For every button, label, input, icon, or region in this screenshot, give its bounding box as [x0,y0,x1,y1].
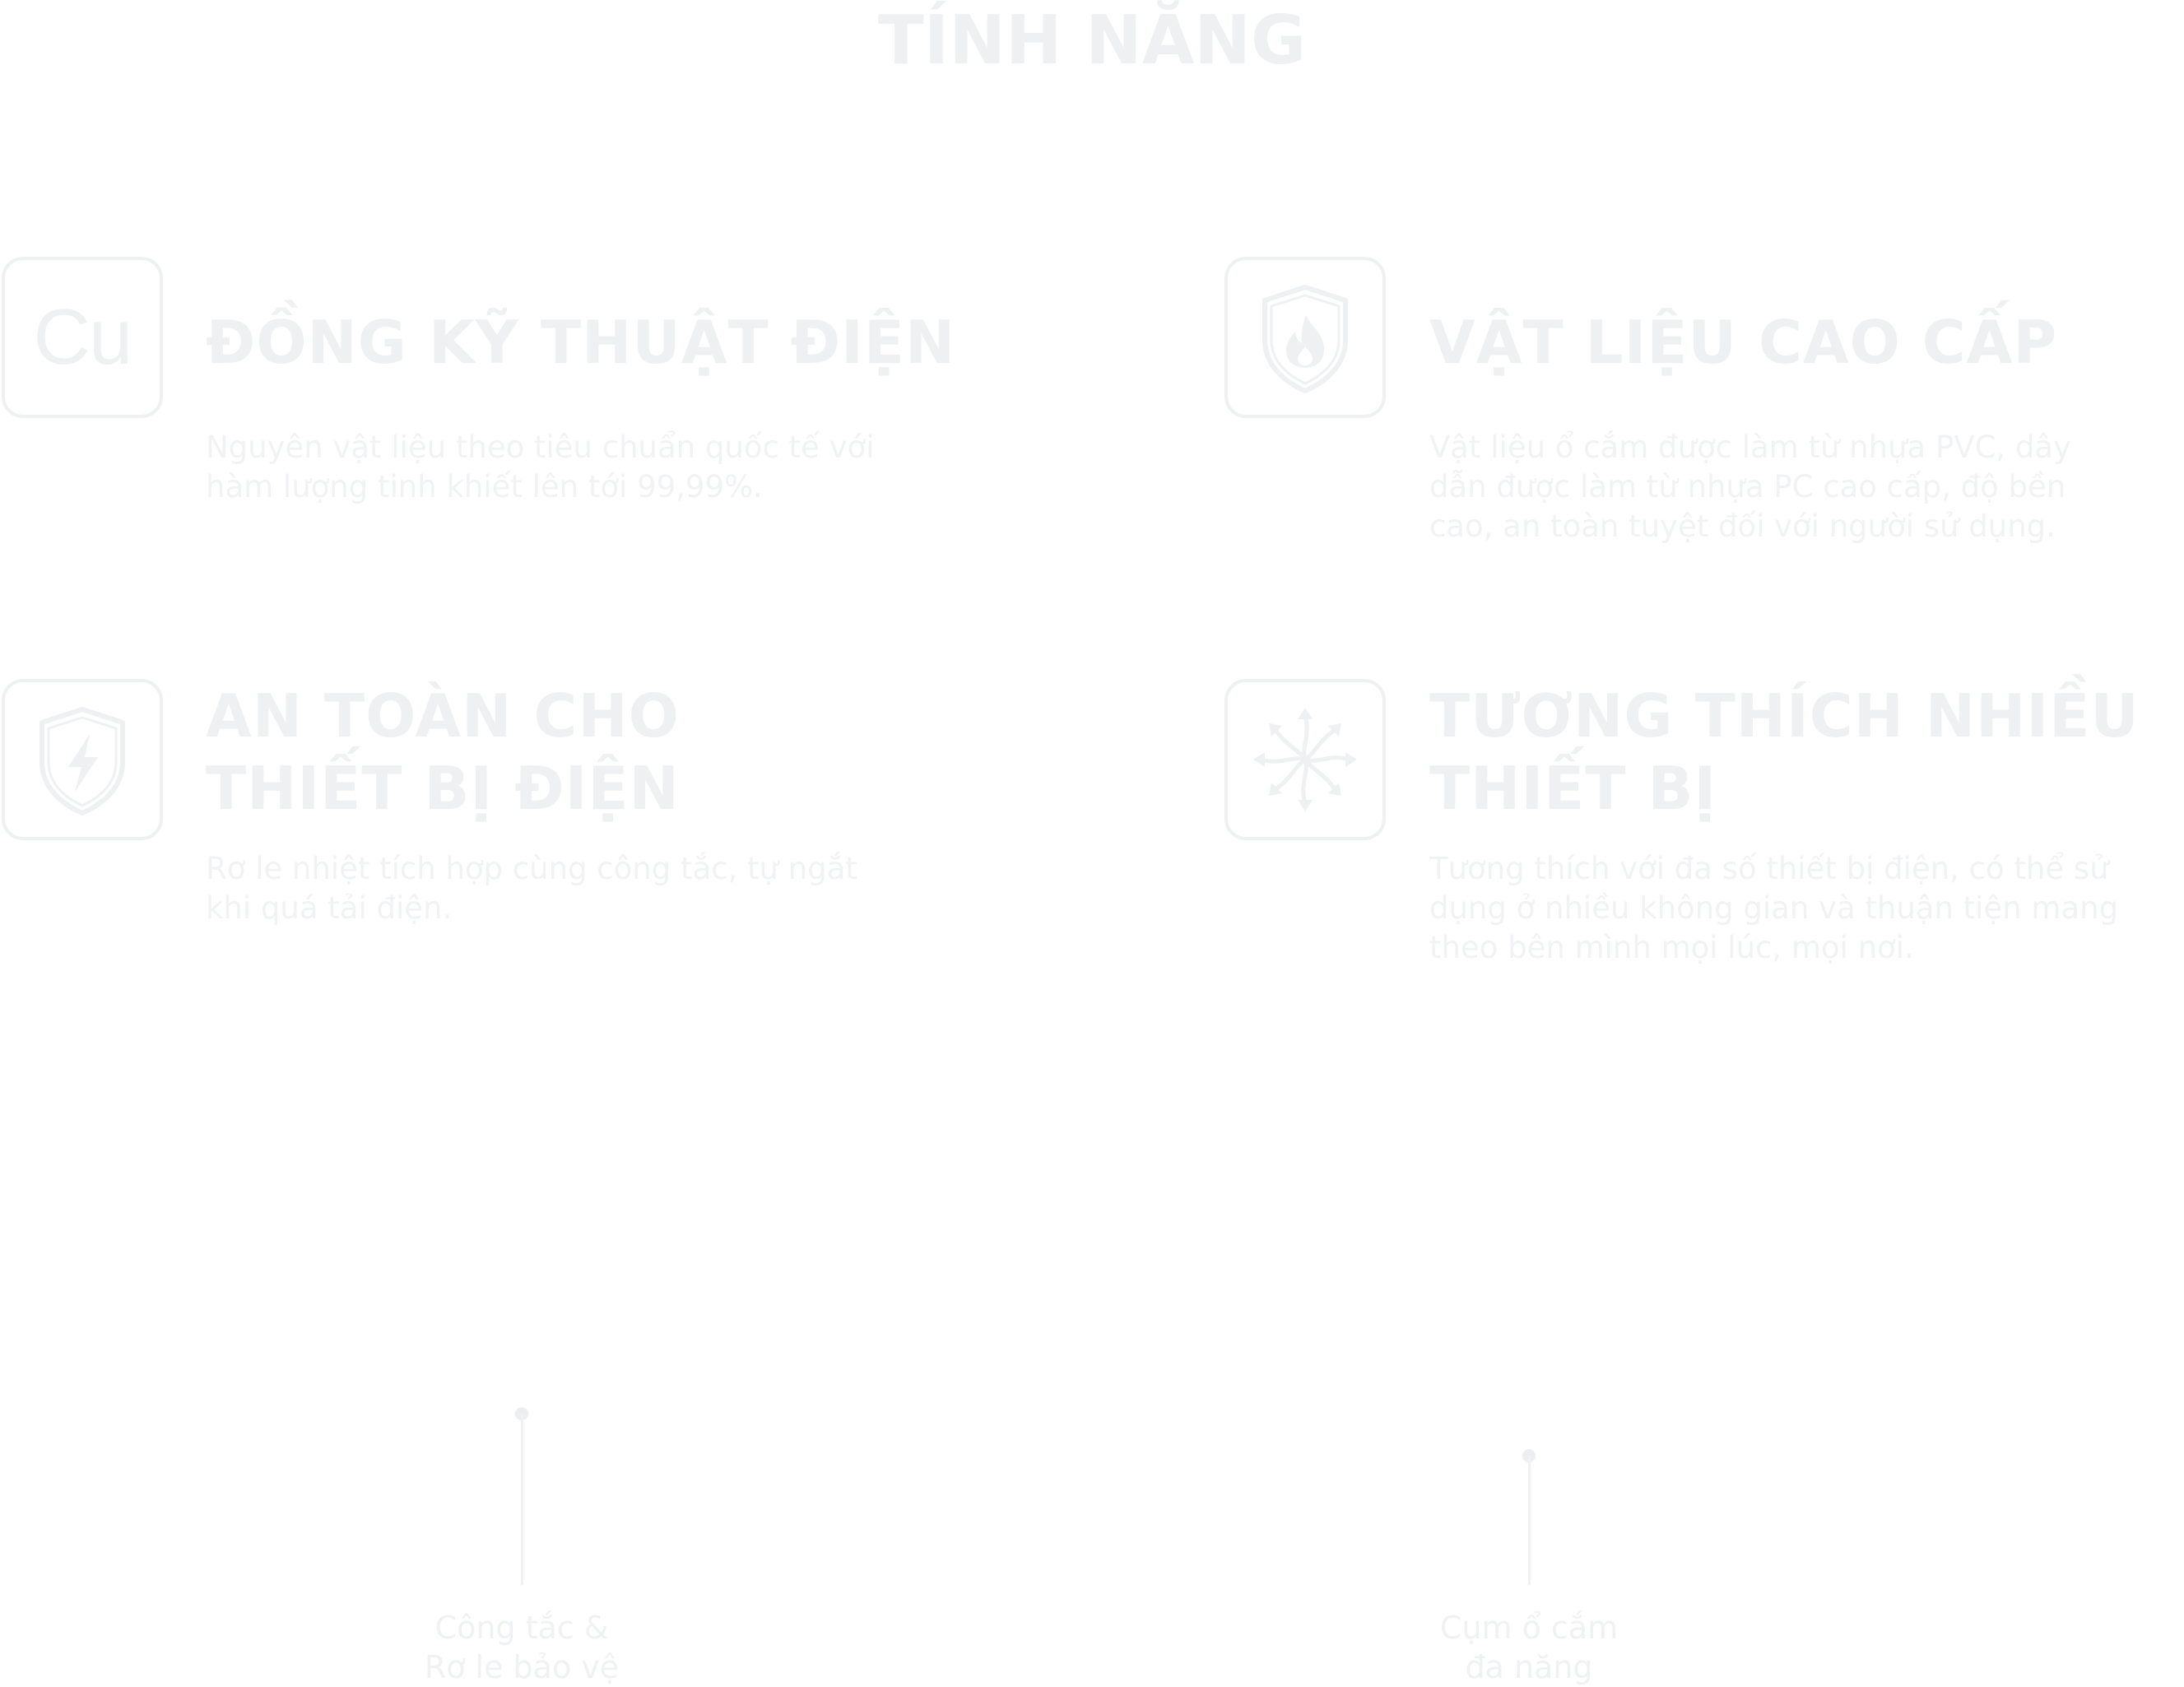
feature-title-copper: ĐỒNG KỸ THUẬT ĐIỆN [206,306,955,379]
feature-title-safety: AN TOÀN CHO THIẾT BỊ ĐIỆN [206,680,680,825]
copper-icon: Cu [2,257,163,418]
marker-label-socket: Cụm ổ cắm đa năng [1364,1608,1694,1687]
feature-title-compatibility: TƯƠNG THÍCH NHIỀU THIẾT BỊ [1429,680,2140,825]
feature-title-line: THIẾT BỊ [1429,754,1717,823]
marker-label-line: đa năng [1465,1649,1593,1685]
multi-direction-svg [1253,708,1357,811]
feature-title-line: THIẾT BỊ ĐIỆN [206,754,680,823]
feature-title-material: VẬT LIỆU CAO CẤP [1429,306,2057,379]
feature-desc-line: Vật liệu ổ cắm được làm từ nhựa PVC, dây [1429,430,2071,465]
marker-label-line: Công tắc & [434,1610,609,1646]
feature-desc-line: hàm lượng tinh khiết lên tới 99,99%. [206,469,763,504]
feature-desc-copper: Nguyên vật liệu theo tiêu chuẩn quốc tế … [206,428,874,507]
feature-desc-line: Tương thích với đa số thiết bị điện, có … [1429,851,2109,886]
feature-title-line: ĐỒNG KỸ THUẬT ĐIỆN [206,308,956,377]
feature-desc-compatibility: Tương thích với đa số thiết bị điện, có … [1429,849,2118,968]
multi-direction-icon [1224,679,1386,840]
feature-desc-line: dẫn được làm từ nhựa PC cao cấp, độ bền [1429,469,2066,504]
fire-shield-svg [1262,285,1348,393]
feature-desc-material: Vật liệu ổ cắm được làm từ nhựa PVC, dây… [1429,428,2071,546]
feature-title-line: AN TOÀN CHO [206,681,680,751]
feature-desc-line: Nguyên vật liệu theo tiêu chuẩn quốc tế … [206,430,875,465]
lightning-shield-icon [2,679,163,840]
feature-desc-line: khi quá tải điện. [206,890,453,926]
lightning-shield-svg [39,707,125,816]
marker-label-line: Rơ le bảo vệ [424,1649,620,1685]
copper-icon-text: Cu [33,293,133,381]
feature-title-line: VẬT LIỆU CAO CẤP [1429,308,2058,377]
fire-shield-icon [1224,257,1386,418]
feature-title-line: TƯƠNG THÍCH NHIỀU [1429,681,2140,751]
marker-label-switch: Công tắc & Rơ le bảo vệ [357,1608,686,1687]
marker-label-line: Cụm ổ cắm [1439,1610,1619,1646]
marker-line-switch [521,1414,523,1585]
feature-desc-line: Rơ le nhiệt tích hợp cùng công tắc, tự n… [206,851,857,886]
page-title: TÍNH NĂNG [877,2,1307,80]
feature-desc-line: theo bên mình mọi lúc, mọi nơi. [1429,930,1914,965]
feature-desc-safety: Rơ le nhiệt tích hợp cùng công tắc, tự n… [206,849,857,928]
feature-desc-line: dụng ở nhiều không gian và thuận tiện ma… [1429,890,2119,926]
feature-desc-line: cao, an toàn tuyệt đối với người sử dụng… [1429,509,2056,544]
marker-line-socket [1528,1456,1531,1585]
